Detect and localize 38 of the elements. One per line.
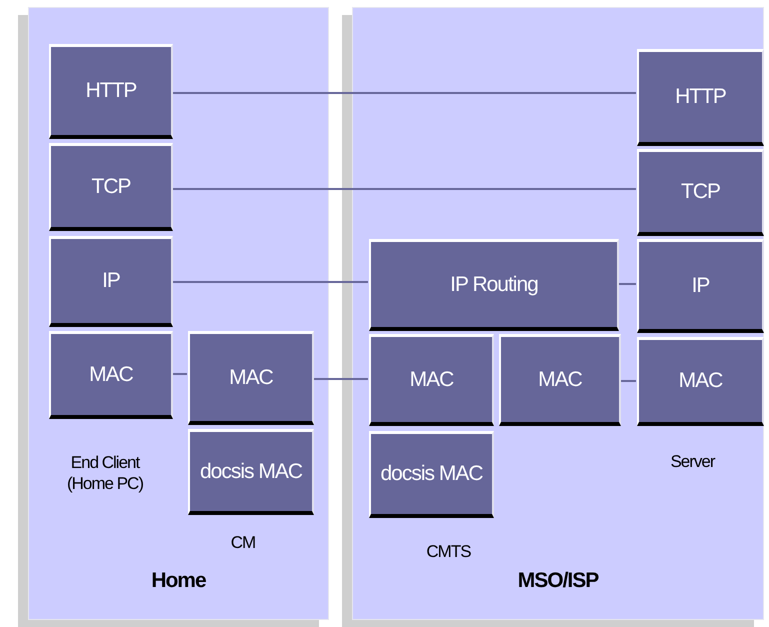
layer-label: MAC [89,362,133,386]
layer-label: MAC [410,368,454,392]
protocol-layer-box [499,334,621,426]
protocol-layer-box [369,334,494,426]
layer-label: HTTP [675,85,726,109]
stack-caption: CM [230,532,256,554]
layer-label: IP [692,274,710,298]
layer-label: TCP [681,180,720,204]
stack-caption: Server [669,451,716,472]
protocol-layer-box [188,331,314,425]
stack-caption: End Client (Home PC) [66,452,144,494]
layer-label: HTTP [86,79,136,103]
layer-label: TCP [92,174,130,198]
zone-title: Home [150,569,207,593]
connector-line [172,92,636,94]
protocol-layer-box [49,331,173,419]
layer-label: MAC [229,366,273,390]
layer-label: docsis MAC [200,460,302,484]
protocol-layer-box [637,239,764,333]
protocol-layer-box [49,143,173,231]
protocol-layer-box [637,149,764,236]
connector-line [172,188,636,190]
layer-label: MAC [678,369,722,393]
zone-title: MSO/ISP [516,569,600,593]
layer-label: docsis MAC [380,462,483,486]
layer-label: IP [102,269,120,293]
connector-line [620,380,636,382]
layer-label: MAC [538,368,582,392]
connector-line [172,281,368,283]
protocol-layer-box [49,236,173,327]
connector-line [172,373,187,375]
connector-line [313,378,368,380]
protocol-layer-box [369,239,619,331]
layer-label: IP Routing [450,272,538,296]
protocol-layer-box [49,44,173,139]
connector-line [618,283,636,285]
protocol-layer-box [637,49,764,146]
stack-caption: CMTS [425,541,472,562]
